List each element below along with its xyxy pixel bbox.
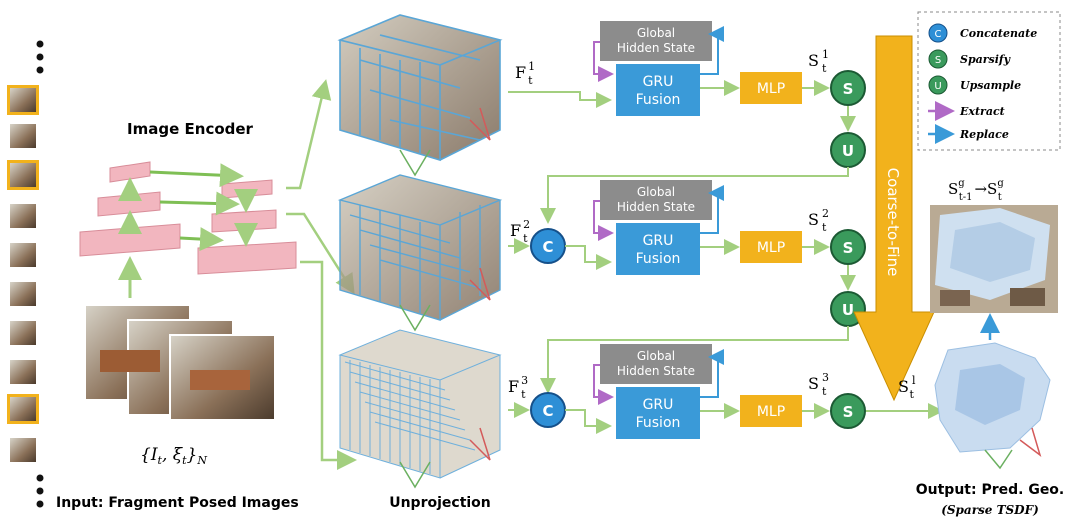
svg-text:Fusion: Fusion <box>636 92 681 108</box>
mlp-box-3 <box>740 395 802 427</box>
input-photo-stack <box>84 304 276 421</box>
svg-text:Extract: Extract <box>959 105 1005 118</box>
hidden-state-box-3 <box>600 344 712 384</box>
sparsify-node-3 <box>830 393 866 429</box>
input-frame <box>10 243 36 267</box>
svg-text:GRU: GRU <box>643 233 674 249</box>
svg-text:Hidden State: Hidden State <box>617 41 695 55</box>
svg-text:Global: Global <box>637 185 675 199</box>
svg-text:Global: Global <box>637 26 675 40</box>
input-frame <box>7 85 39 115</box>
frame-stack <box>7 40 44 508</box>
mlp-box-2 <box>740 231 802 263</box>
svg-text:Concatenate: Concatenate <box>960 27 1037 40</box>
svg-text:Fusion: Fusion <box>636 251 681 267</box>
svg-text:C: C <box>542 402 553 420</box>
output-subcaption: (Sparse TSDF) <box>941 503 1039 517</box>
unprojection-label: Unprojection <box>389 495 491 511</box>
svg-text:Upsample: Upsample <box>960 79 1021 92</box>
legend: C Concatenate S Sparsify U Upsample Extr… <box>917 11 1061 151</box>
output-caption: Output: Pred. Geo. <box>916 482 1065 498</box>
svg-text:U: U <box>842 301 854 319</box>
input-frame <box>10 124 36 148</box>
svg-text:U: U <box>842 142 854 160</box>
svg-text:Hidden State: Hidden State <box>617 200 695 214</box>
input-frame <box>10 360 36 384</box>
hidden-state-box-1 <box>600 21 712 61</box>
gru-box-2 <box>616 223 700 275</box>
input-frame <box>10 438 36 462</box>
svg-text:C: C <box>542 238 553 256</box>
svg-text:MLP: MLP <box>757 404 785 420</box>
input-frame <box>10 204 36 228</box>
gru-box-3 <box>616 387 700 439</box>
svg-text:Sparsify: Sparsify <box>960 53 1012 66</box>
coarse-to-fine-arrow: Coarse-to-Fine <box>853 35 935 402</box>
svg-text:Replace: Replace <box>959 128 1009 141</box>
svg-text:MLP: MLP <box>757 81 785 97</box>
global-geometry <box>930 205 1058 313</box>
svg-text:Hidden State: Hidden State <box>617 364 695 378</box>
sparsify-node-2 <box>830 229 866 265</box>
svg-text:Fusion: Fusion <box>636 415 681 431</box>
svg-text:GRU: GRU <box>643 397 674 413</box>
encoder-title: Image Encoder <box>127 120 253 138</box>
input-frame <box>7 394 39 424</box>
input-frame <box>7 160 39 190</box>
mlp-box-1 <box>740 72 802 104</box>
svg-text:S: S <box>935 55 941 66</box>
gru-box-1 <box>616 64 700 116</box>
volume-level-3 <box>338 329 502 489</box>
svg-text:S: S <box>843 239 854 257</box>
input-frame <box>10 282 36 306</box>
volume-level-2 <box>337 174 503 332</box>
input-formula: {It, ξt}N <box>140 445 207 467</box>
input-caption: Input: Fragment Posed Images <box>56 495 299 511</box>
input-frame <box>10 321 36 345</box>
sparsify-node-1 <box>830 70 866 106</box>
image-encoder <box>79 161 297 275</box>
svg-text:S: S <box>843 403 854 421</box>
output-geometry <box>934 342 1051 470</box>
svg-text:U: U <box>934 81 941 92</box>
hidden-state-box-2 <box>600 180 712 220</box>
volume-level-1 <box>337 14 503 177</box>
svg-text:MLP: MLP <box>757 240 785 256</box>
svg-text:GRU: GRU <box>643 74 674 90</box>
svg-text:S: S <box>843 80 854 98</box>
svg-text:Global: Global <box>637 349 675 363</box>
svg-text:Coarse-to-Fine: Coarse-to-Fine <box>884 168 902 277</box>
svg-text:C: C <box>935 29 942 40</box>
